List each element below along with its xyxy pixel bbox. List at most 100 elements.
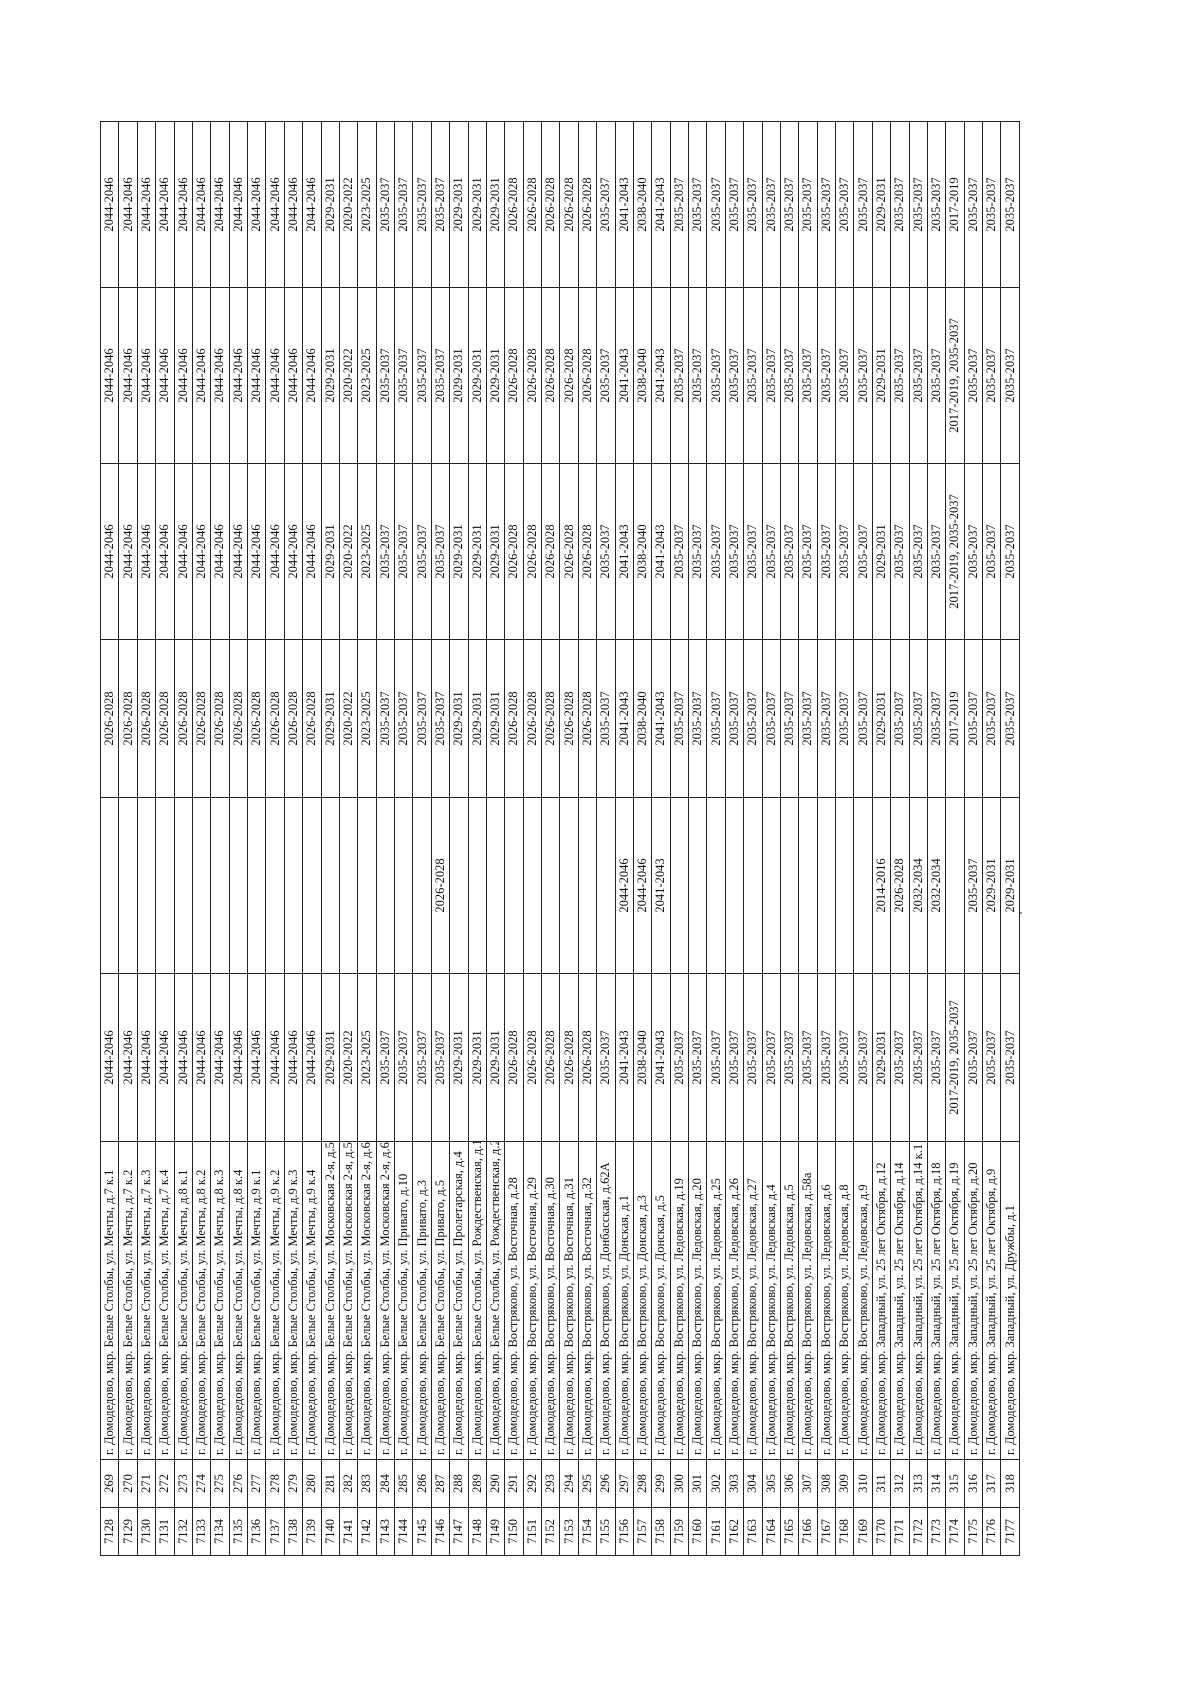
cell-period-2 (412, 797, 432, 974)
cell-period-1: 2044-2046 (265, 973, 285, 1142)
cell-period-3: 2035-2037 (909, 639, 928, 798)
cell-period-2 (192, 797, 211, 974)
cell-period-4: 2038-2040 (633, 463, 652, 640)
cell-period-4: 2026-2028 (541, 463, 560, 640)
cell-period-6: 2044-2046 (265, 121, 285, 288)
cell-period-6: 2035-2037 (909, 121, 928, 288)
cell-period-4: 2035-2037 (688, 463, 707, 640)
cell-period-1: 2026-2028 (504, 973, 524, 1142)
cell-row-number: 7134 (210, 1507, 230, 1556)
cell-period-4: 2035-2037 (817, 463, 836, 640)
cell-period-3: 2029-2031 (486, 639, 505, 798)
cell-period-4: 2035-2037 (725, 463, 744, 640)
cell-period-3: 2035-2037 (853, 639, 873, 798)
cell-period-1: 2044-2046 (118, 973, 138, 1142)
cell-period-2 (210, 797, 230, 974)
cell-item-number: 296 (596, 1459, 615, 1508)
cell-period-4: 2035-2037 (743, 463, 762, 640)
cell-period-1: 2044-2046 (210, 973, 230, 1142)
cell-item-number: 290 (486, 1459, 505, 1508)
cell-address: г. Домодедово, мкр. Востряково, ул. Ледо… (670, 1141, 689, 1460)
cell-row-number: 7163 (743, 1507, 762, 1556)
cell-period-4: 2035-2037 (798, 463, 818, 640)
cell-period-1: 2035-2037 (817, 973, 836, 1142)
cell-row-number: 7129 (118, 1507, 138, 1556)
cell-period-1: 2035-2037 (431, 973, 450, 1142)
cell-period-1: 2035-2037 (1000, 973, 1020, 1142)
cell-period-6: 2035-2037 (670, 121, 689, 288)
cell-period-2 (706, 797, 726, 974)
cell-item-number: 287 (431, 1459, 450, 1508)
cell-period-5: 2029-2031 (449, 287, 468, 464)
cell-period-2 (155, 797, 174, 974)
cell-address: г. Домодедово, мкр. Белые Столбы, ул. Пр… (412, 1141, 432, 1460)
cell-row-number: 7169 (853, 1507, 873, 1556)
cell-period-4: 2044-2046 (155, 463, 174, 640)
cell-period-5: 2035-2037 (431, 287, 450, 464)
cell-period-3: 2035-2037 (780, 639, 799, 798)
cell-period-5: 2035-2037 (596, 287, 615, 464)
cell-period-3: 2026-2028 (578, 639, 597, 798)
cell-period-3: 2026-2028 (210, 639, 230, 798)
cell-period-3: 2035-2037 (596, 639, 615, 798)
cell-row-number: 7164 (762, 1507, 781, 1556)
cell-row-number: 7137 (265, 1507, 285, 1556)
cell-period-6: 2035-2037 (743, 121, 762, 288)
cell-address: г. Домодедово, мкр. Белые Столбы, ул. Ме… (247, 1141, 266, 1460)
cell-period-4: 2044-2046 (118, 463, 138, 640)
cell-item-number: 302 (706, 1459, 726, 1508)
cell-period-6: 2044-2046 (118, 121, 138, 288)
cell-period-3: 2035-2037 (927, 639, 946, 798)
cell-item-number: 300 (670, 1459, 689, 1508)
cell-address: г. Домодедово, мкр. Белые Столбы, ул. Мо… (321, 1141, 340, 1460)
scan-speck (1020, 912, 1022, 914)
cell-period-4: 2044-2046 (247, 463, 266, 640)
cell-period-1: 2035-2037 (670, 973, 689, 1142)
cell-row-number: 7150 (504, 1507, 524, 1556)
cell-period-3: 2026-2028 (155, 639, 174, 798)
cell-period-2 (321, 797, 340, 974)
cell-period-6: 2044-2046 (210, 121, 230, 288)
cell-item-number: 275 (210, 1459, 230, 1508)
cell-period-4: 2029-2031 (872, 463, 891, 640)
cell-period-5: 2035-2037 (982, 287, 1001, 464)
cell-period-3: 2035-2037 (394, 639, 413, 798)
cell-address: г. Домодедово, мкр. Белые Столбы, ул. Пр… (449, 1141, 468, 1460)
cell-item-number: 270 (118, 1459, 138, 1508)
cell-period-3: 2041-2043 (651, 639, 671, 798)
cell-period-2 (817, 797, 836, 974)
cell-period-6: 2038-2040 (633, 121, 652, 288)
cell-period-3: 2041-2043 (615, 639, 634, 798)
cell-period-3: 2029-2031 (449, 639, 468, 798)
cell-period-3: 2026-2028 (100, 639, 119, 798)
cell-period-5: 2035-2037 (412, 287, 432, 464)
cell-period-1: 2023-2025 (357, 973, 377, 1142)
cell-period-2 (247, 797, 266, 974)
cell-item-number: 289 (468, 1459, 487, 1508)
cell-item-number: 297 (615, 1459, 634, 1508)
cell-address: г. Домодедово, мкр. Востряково, ул. Вост… (578, 1141, 597, 1460)
cell-row-number: 7175 (964, 1507, 983, 1556)
cell-period-2 (265, 797, 285, 974)
cell-period-6: 2029-2031 (872, 121, 891, 288)
cell-address: г. Домодедово, мкр. Белые Столбы, ул. Ме… (210, 1141, 230, 1460)
cell-period-3: 2035-2037 (762, 639, 781, 798)
cell-row-number: 7130 (137, 1507, 156, 1556)
cell-period-6: 2035-2037 (762, 121, 781, 288)
